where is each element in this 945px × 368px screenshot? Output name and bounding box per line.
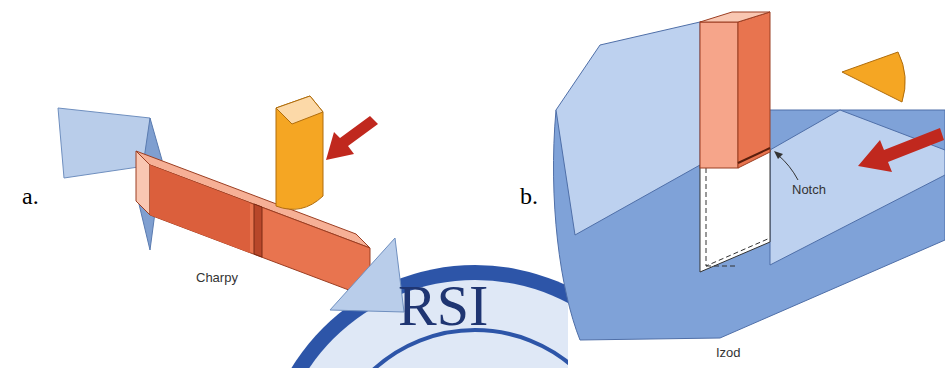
part-label: Notch: [792, 183, 826, 197]
watermark: RSI: [398, 274, 488, 338]
notch-leader: [774, 151, 798, 180]
panel-letter: a.: [22, 183, 39, 209]
right-anvil: [330, 238, 404, 312]
test-name: Izod: [716, 346, 741, 360]
izod-specimen: [700, 12, 770, 168]
test-name: Charpy: [196, 271, 238, 285]
panel-letter: b.: [520, 183, 538, 209]
left-anvil: [58, 108, 162, 250]
part-label: Notch: [792, 180, 826, 198]
panel-letter: b.: [520, 183, 538, 209]
test-name: Izod: [716, 343, 741, 361]
panel-letter: a.: [22, 183, 39, 209]
charpy-specimen: [136, 151, 370, 298]
charpy-striker: [276, 96, 323, 209]
izod-striker: [842, 52, 905, 102]
impact-arrow: [326, 116, 378, 160]
test-name: Charpy: [196, 268, 238, 286]
impact-arrow: [858, 128, 944, 172]
watermark: RSI: [398, 274, 488, 338]
